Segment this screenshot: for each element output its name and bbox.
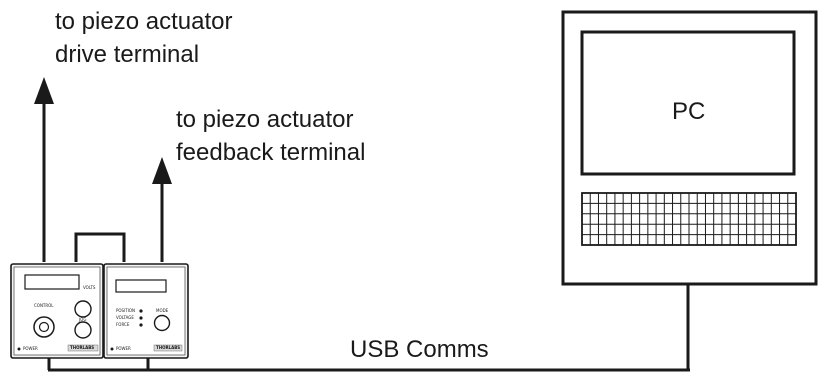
pc-screen <box>580 30 796 176</box>
sensor-brand-logo: THORLABS <box>156 345 181 350</box>
driver-jog-up-button <box>74 300 92 318</box>
drive-label-line1: to piezo actuator <box>55 8 233 35</box>
driver-brand-logo: THORLABS <box>70 345 95 350</box>
driver-volts-label: VOLTS <box>83 285 96 290</box>
sensor-indicator-voltage-label: VOLTAGE <box>116 315 134 320</box>
sensor-display <box>115 279 167 293</box>
sensor-power-label: POWER <box>116 346 131 351</box>
sensor-voltage-led <box>139 316 143 320</box>
feedback-label-line1: to piezo actuator <box>176 106 354 133</box>
feedback-arrow <box>152 157 172 262</box>
sensor-mode-button <box>153 314 171 332</box>
drive-arrow <box>34 77 54 262</box>
driver-display <box>24 274 80 290</box>
drive-label-line2: drive terminal <box>55 41 200 68</box>
pc-computer <box>561 10 818 286</box>
feedback-label-line2: feedback terminal <box>176 139 366 166</box>
sensor-indicator-force-label: FORCE <box>116 322 130 327</box>
sensor-force-led <box>139 323 143 327</box>
sensor-power-led <box>110 347 114 351</box>
driver-power-led <box>17 347 21 351</box>
usb-comms-label: USB Comms <box>350 336 489 363</box>
sensor-mode-label: MODE <box>156 308 169 313</box>
sensor-position-led <box>139 309 143 313</box>
pc-label: PC <box>672 98 706 125</box>
strain-gauge-unit <box>103 263 189 359</box>
driver-power-label: POWER <box>23 346 38 351</box>
driver-jog-down-button <box>74 321 92 339</box>
driver-control-label: CONTROL <box>34 303 54 308</box>
sensor-indicator-position-label: POSITION <box>116 308 136 313</box>
piezo-driver-unit <box>10 263 104 359</box>
unit-link-bracket <box>74 232 126 262</box>
driver-jog-label: JOG <box>79 317 87 322</box>
